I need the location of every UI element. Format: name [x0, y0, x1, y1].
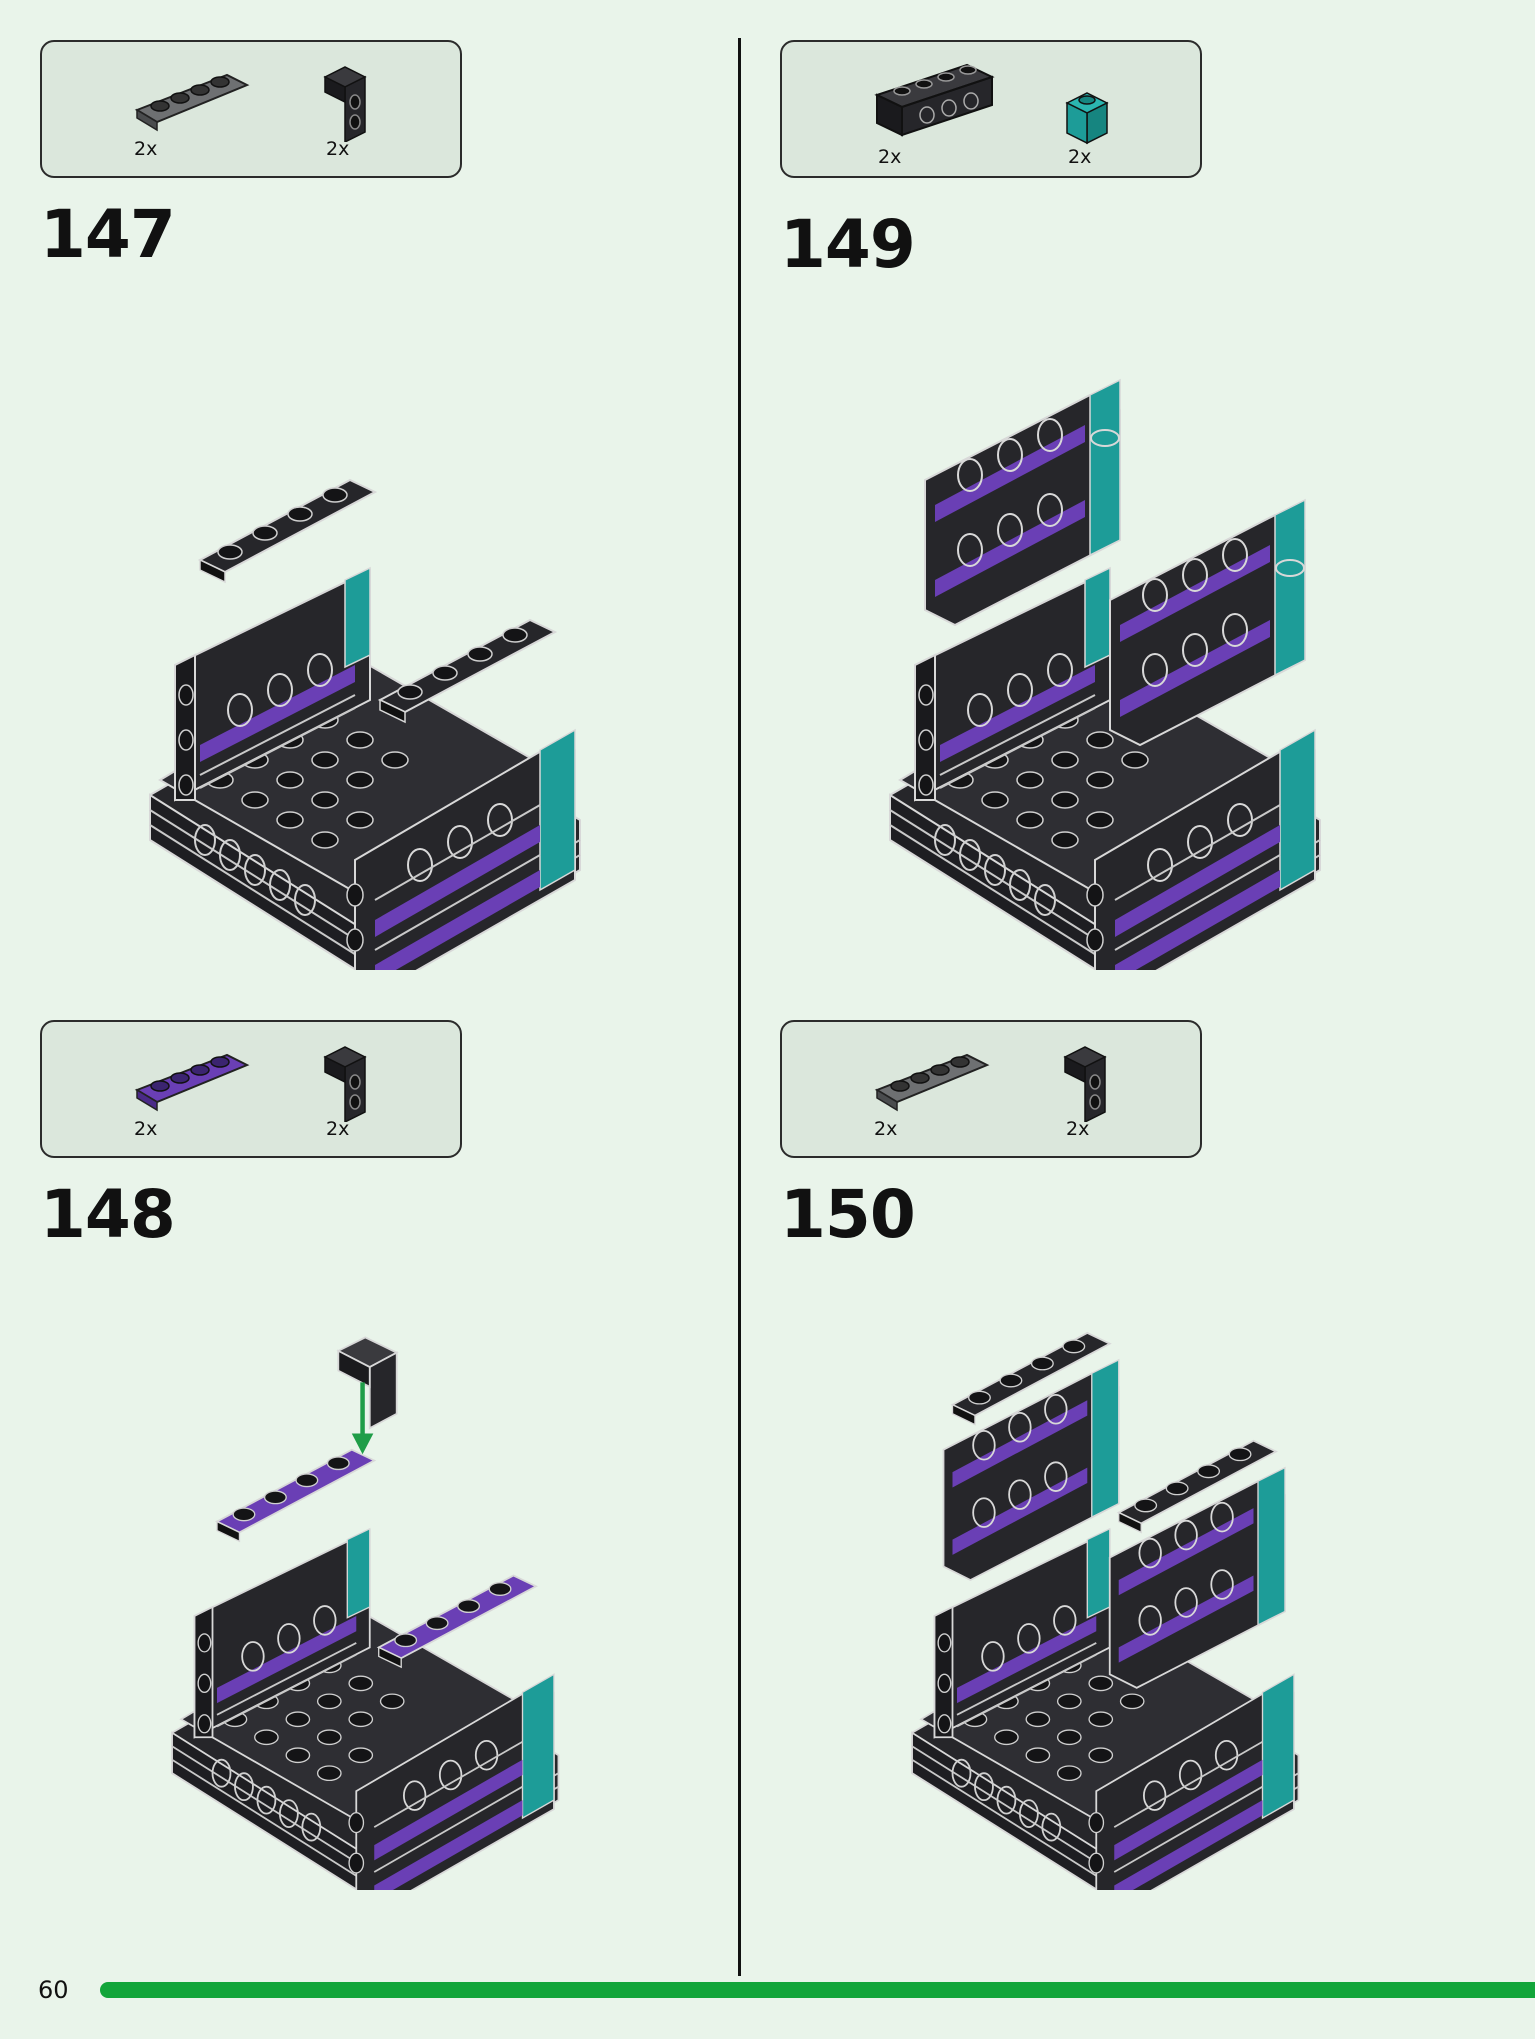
purple-plate-1x4-icon	[134, 1053, 250, 1112]
step-number: 150	[780, 1176, 916, 1253]
part-qty: 2x	[1068, 146, 1092, 168]
parts-box-step-148: 2x 2x	[40, 1020, 462, 1158]
part-qty: 2x	[1066, 1118, 1090, 1140]
step-number: 147	[40, 196, 176, 273]
part-qty: 2x	[134, 138, 158, 160]
part-qty: 2x	[878, 146, 902, 168]
black-bracket-icon	[323, 66, 367, 142]
teal-brick-1x1-icon	[1065, 92, 1109, 145]
falling-bracket-icon	[336, 1336, 399, 1430]
step-number: 148	[40, 1176, 176, 1253]
model-step-148	[171, 1336, 560, 1890]
gray-plate-1x4-icon	[134, 73, 250, 132]
black-bracket-icon	[1063, 1046, 1107, 1122]
model-step-147	[149, 479, 581, 970]
parts-box-step-149: 2x 2x	[780, 40, 1202, 178]
parts-box-step-150: 2x 2x	[780, 1020, 1202, 1158]
arrow-down-icon	[351, 1382, 374, 1455]
model-step-149	[889, 379, 1321, 970]
model-step-150	[911, 1332, 1300, 1890]
page-number: 60	[38, 1976, 69, 2004]
parts-box-step-147: 2x 2x	[40, 40, 462, 178]
part-qty: 2x	[874, 1118, 898, 1140]
part-qty: 2x	[134, 1118, 158, 1140]
progress-bar	[100, 1982, 1535, 1998]
part-qty: 2x	[326, 138, 350, 160]
column-divider	[738, 38, 741, 1976]
gray-plate-1x4-icon	[874, 1053, 990, 1112]
black-technic-brick-1x4-icon	[874, 63, 995, 137]
part-qty: 2x	[326, 1118, 350, 1140]
step-number: 149	[780, 206, 916, 283]
black-bracket-icon	[323, 1046, 367, 1122]
